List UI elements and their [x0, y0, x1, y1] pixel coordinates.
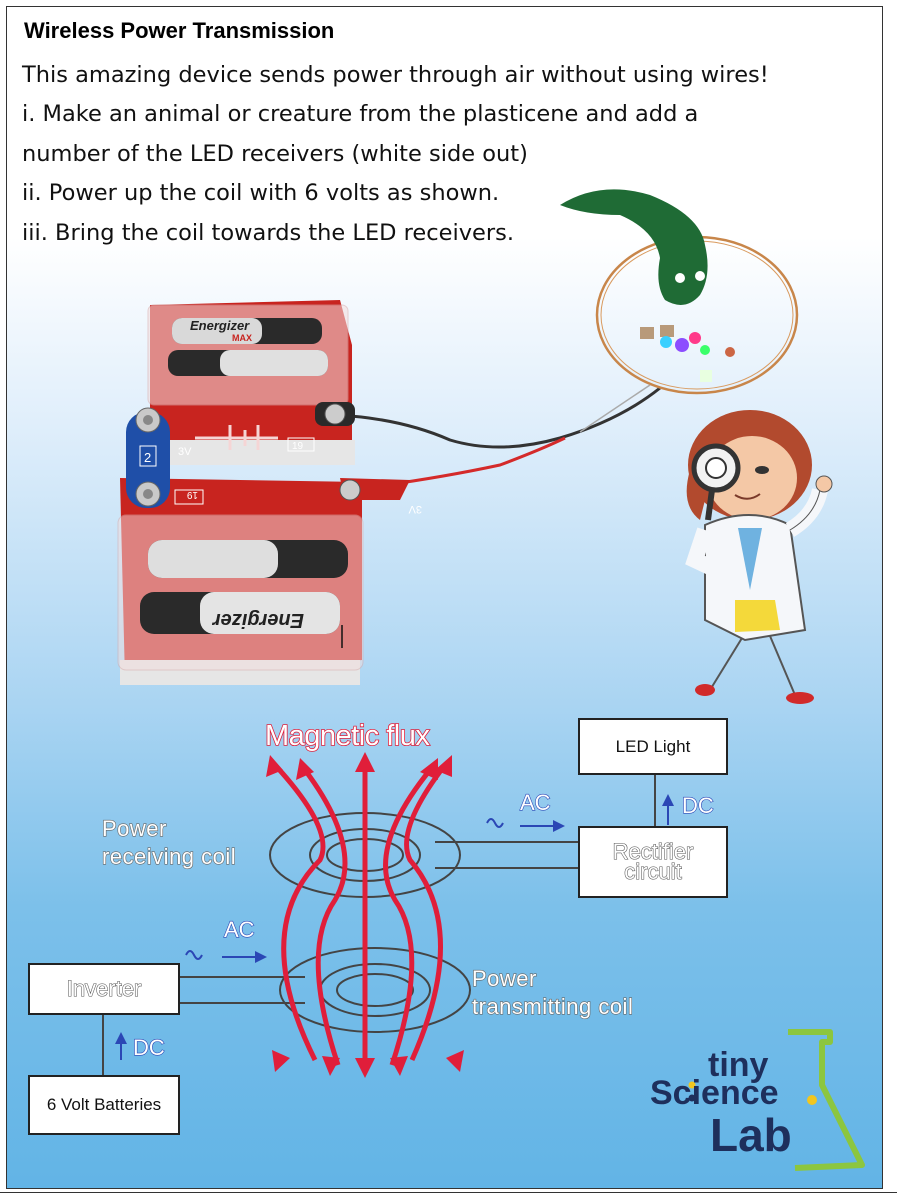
bottom-rule: [0, 1192, 897, 1193]
step-1-line: i. Make an animal or creature from the p…: [22, 101, 699, 127]
magnetic-flux-label: Magnetic flux: [264, 719, 430, 753]
snap-connector-2: 2: [126, 407, 170, 508]
page-title: Wireless Power Transmission: [24, 18, 335, 43]
step-3-line: iii. Bring the coil towards the LED rece…: [22, 220, 515, 246]
led-receivers: [640, 325, 735, 382]
part-number-upper: 19: [292, 441, 304, 452]
batteries-box: 6 Volt Batteries: [28, 1075, 180, 1135]
ac-label-receiving: AC: [519, 789, 551, 815]
ac-label-transmitting: AC: [223, 916, 255, 942]
dc-label-batteries: DC: [132, 1034, 165, 1060]
black-wire: [334, 386, 661, 449]
logo-lab: Lab: [710, 1109, 792, 1161]
voltage-label-lower: 3V: [408, 503, 422, 515]
voltage-label-upper: 3V: [178, 446, 192, 458]
led-light-box: LED Light: [578, 718, 728, 775]
inverter-box: Inverter: [28, 963, 180, 1015]
transmitting-coil-shape: [178, 947, 471, 1033]
battery-brand-lower: Energizer: [212, 609, 304, 631]
flux-lines: [273, 763, 447, 1066]
battery-brand-upper: Energizer: [190, 318, 250, 333]
battery-model-upper: MAX: [232, 333, 252, 343]
batteries-label: 6 Volt Batteries: [46, 1095, 162, 1114]
inverter-label: Inverter: [66, 976, 142, 1001]
step-2-line: ii. Power up the coil with 6 volts as sh…: [22, 180, 500, 206]
step-1-continued: number of the LED receivers (white side …: [22, 141, 528, 167]
transmitting-coil-label-line2: transmitting coil: [471, 994, 634, 1019]
rectifier-label-line2: circuit: [624, 859, 683, 884]
connector-number: 2: [144, 450, 151, 465]
lower-battery-holder: Energizer 3V 19: [117, 478, 422, 685]
receiving-coil-label-line1: Power: [101, 816, 167, 841]
plasticene-snake: [560, 189, 708, 305]
rectifier-circuit-box: Rectifier circuit: [578, 826, 728, 898]
rectifier-label-line1: Rectifier: [612, 839, 694, 864]
logo-tiny: tiny: [708, 1046, 769, 1084]
dc-label-rectifier: DC: [681, 792, 714, 818]
transmitting-coil-label-line1: Power: [471, 966, 537, 991]
upper-battery-holder: Energizer MAX 3V 19: [147, 300, 355, 465]
intro-line: This amazing device sends power through …: [22, 62, 769, 88]
led-light-label: LED Light: [615, 736, 691, 756]
flux-arrowheads: [266, 752, 464, 1078]
logo-science: Science: [650, 1074, 779, 1112]
receiving-coil-label-line2: receiving coil: [101, 844, 237, 869]
part-number-lower: 19: [186, 489, 198, 500]
